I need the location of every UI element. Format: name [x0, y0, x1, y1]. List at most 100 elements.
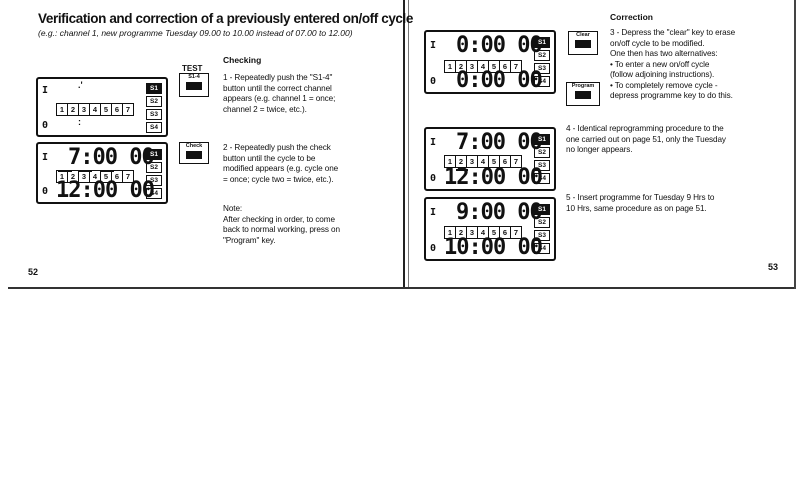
test-label: TEST	[182, 64, 203, 73]
day-6: 6	[500, 156, 511, 167]
day-6: 6	[500, 227, 511, 238]
on-indicator: I	[430, 40, 437, 51]
s1-4-button-label: S1-4	[188, 74, 200, 80]
check-button-label: Check	[185, 143, 203, 149]
channel-s1: S1	[534, 37, 550, 48]
on-indicator: I	[430, 207, 437, 218]
step-2-text: 2 - Repeatedly push the check button unt…	[223, 143, 339, 184]
day-3: 3	[467, 156, 478, 167]
on-time: 7:00 00	[68, 145, 155, 170]
lcd-display-correction-1: I 0 0:00 00 1 2 3 4 5 6 7 0:00 00 S1 S2 …	[424, 30, 556, 94]
channel-s2: S2	[534, 147, 550, 158]
day-6: 6	[112, 104, 123, 115]
day-2: 2	[456, 227, 467, 238]
day-7: 7	[513, 62, 519, 71]
day-7: 7	[125, 172, 131, 181]
lcd-display-correction-2: I 0 7:00 00 1 2 3 4 5 6 7 12:00 00 S1 S2…	[424, 127, 556, 191]
lcd-dot-top: .'	[78, 80, 83, 90]
day-6: 6	[112, 171, 123, 182]
on-indicator: I	[430, 137, 437, 148]
off-time: 12:00 00	[56, 178, 155, 203]
channel-s1: S1	[146, 83, 162, 94]
check-button[interactable]: Check	[179, 142, 209, 164]
day-1: 1	[57, 171, 68, 182]
off-time: 12:00 00	[444, 165, 543, 190]
channel-s2: S2	[146, 162, 162, 173]
checking-heading: Checking	[223, 55, 262, 65]
lcd-display-check-2: I 0 7:00 00 1 2 3 4 5 6 7 12:00 00 S1 S2…	[36, 142, 168, 204]
page-divider-shadow	[408, 0, 409, 287]
channel-s3: S3	[146, 109, 162, 120]
button-key-icon	[575, 91, 591, 99]
button-key-icon	[186, 82, 202, 90]
day-indicator-row: 1 2 3 4 5 6 7	[444, 60, 522, 73]
channel-s1: S1	[534, 134, 550, 145]
note-text: Note: After checking in order, to come b…	[223, 204, 340, 245]
day-6: 6	[500, 61, 511, 72]
page-divider	[403, 0, 405, 287]
day-2: 2	[68, 171, 79, 182]
page-number-right: 53	[768, 262, 779, 272]
channel-s3: S3	[146, 175, 162, 186]
day-1: 1	[445, 61, 456, 72]
on-indicator: I	[42, 152, 49, 163]
off-time: 10:00 00	[444, 235, 543, 260]
clear-button[interactable]: Clear	[568, 31, 598, 55]
clear-button-label: Clear	[576, 32, 590, 38]
channel-indicators: S1 S2 S3 S4	[534, 204, 550, 254]
channel-indicators: S1 S2 S3 S4	[534, 37, 550, 87]
day-5: 5	[489, 61, 500, 72]
day-5: 5	[101, 104, 112, 115]
day-indicator-row: 1 2 3 4 5 6 7	[56, 103, 134, 116]
program-button[interactable]: Program	[566, 82, 600, 106]
day-indicator-row: 1 2 3 4 5 6 7	[444, 226, 522, 239]
s1-4-button[interactable]: S1-4	[179, 73, 209, 97]
on-time: 9:00 00	[456, 200, 543, 225]
channel-s4: S4	[534, 243, 550, 254]
off-indicator: 0	[430, 76, 437, 87]
day-indicator-row: 1 2 3 4 5 6 7	[56, 170, 134, 183]
channel-s2: S2	[534, 217, 550, 228]
day-3: 3	[467, 227, 478, 238]
channel-indicators: S1 S2 S3 S4	[534, 134, 550, 184]
off-indicator: 0	[430, 243, 437, 254]
day-5: 5	[489, 156, 500, 167]
day-2: 2	[68, 104, 79, 115]
channel-s2: S2	[534, 50, 550, 61]
off-time: 0:00 00	[456, 68, 543, 93]
channel-indicators: S1 S2 S3 S4	[146, 83, 162, 133]
channel-s4: S4	[534, 173, 550, 184]
off-indicator: 0	[430, 173, 437, 184]
step-3-text: 3 - Depress the "clear" key to erase on/…	[610, 28, 736, 100]
channel-s3: S3	[534, 63, 550, 74]
day-2: 2	[456, 156, 467, 167]
channel-s4: S4	[146, 122, 162, 133]
channel-s1: S1	[534, 204, 550, 215]
day-indicator-row: 1 2 3 4 5 6 7	[444, 155, 522, 168]
step-5-text: 5 - Insert programme for Tuesday 9 Hrs t…	[566, 193, 715, 213]
correction-heading: Correction	[610, 12, 653, 22]
channel-s1: S1	[146, 149, 162, 160]
day-4: 4	[90, 104, 101, 115]
program-button-label: Program	[571, 83, 595, 89]
off-indicator: 0	[42, 120, 49, 131]
channel-s2: S2	[146, 96, 162, 107]
day-4: 4	[478, 61, 489, 72]
lcd-dot-bottom: :	[78, 117, 81, 127]
day-5: 5	[101, 171, 112, 182]
channel-indicators: S1 S2 S3 S4	[146, 149, 162, 199]
day-4: 4	[90, 171, 101, 182]
channel-s3: S3	[534, 230, 550, 241]
on-time: 7:00 00	[456, 130, 543, 155]
lcd-display-correction-3: I 0 9:00 00 1 2 3 4 5 6 7 10:00 00 S1 S2…	[424, 197, 556, 261]
on-time: 0:00 00	[456, 33, 543, 58]
day-5: 5	[489, 227, 500, 238]
channel-s4: S4	[534, 76, 550, 87]
step-1-text: 1 - Repeatedly push the "S1-4" button un…	[223, 73, 336, 114]
on-indicator: I	[42, 85, 49, 96]
day-3: 3	[79, 171, 90, 182]
button-key-icon	[575, 40, 591, 48]
day-3: 3	[79, 104, 90, 115]
day-7: 7	[513, 228, 519, 237]
step-4-text: 4 - Identical reprogramming procedure to…	[566, 124, 726, 154]
